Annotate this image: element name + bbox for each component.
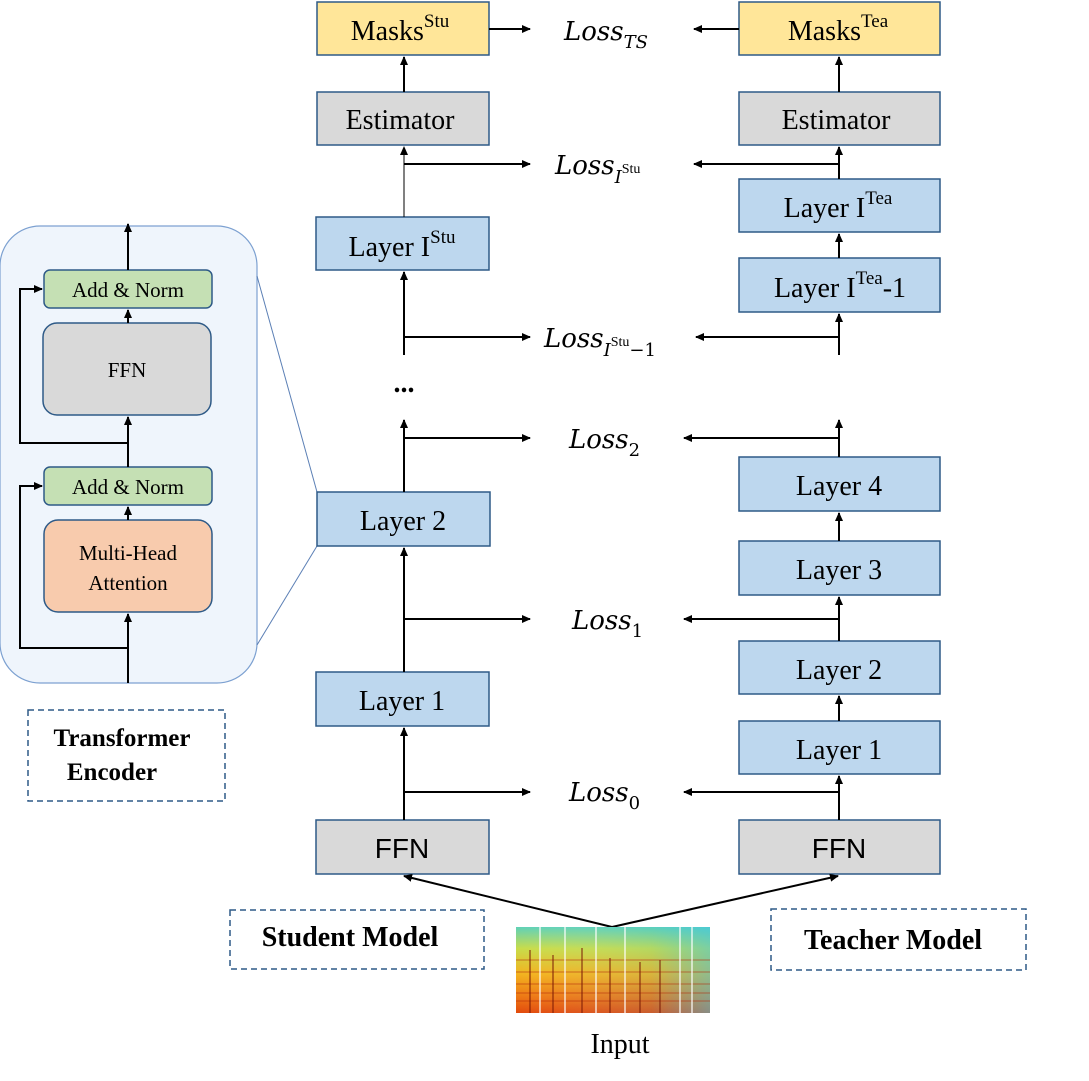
loss-0-base: Loss [568, 778, 629, 808]
zoom-line-bottom [256, 545, 318, 646]
student-layer2-label: Layer 2 [360, 506, 446, 537]
loss-i-stu-minus-base: Loss [543, 324, 604, 354]
teacher-layer-top-minus-label: Layer I [774, 273, 856, 304]
student-estimator-label: Estimator [346, 105, 456, 136]
student-masks-sup: Stu [424, 11, 450, 32]
transformer-encoder-label: Transformer Encoder [27, 709, 226, 802]
svg-text:MasksTea: MasksTea [788, 11, 889, 47]
student-layer1-box: Layer 1 [315, 671, 490, 727]
input-section: Input [403, 873, 839, 1060]
loss-2-sub: 2 [629, 440, 640, 461]
teacher-masks-sup: Tea [861, 11, 889, 32]
teacher-column: MasksTea Estimator Layer ITea Layer ITea… [683, 1, 941, 875]
loss-i-stu-subsup: Stu [622, 162, 641, 177]
teacher-layer3-label: Layer 3 [796, 555, 882, 586]
student-column: MasksStu Estimator Layer IStu ... Layer … [315, 1, 531, 875]
teacher-layer-top-minus-sup: Tea [856, 268, 884, 289]
teacher-layer1-label: Layer 1 [796, 735, 882, 766]
teacher-estimator-box: Estimator [738, 91, 941, 146]
loss-ts-sub: TS [624, 32, 648, 53]
loss-i-stu: LossIStu [554, 151, 640, 188]
loss-i-stu-base: Loss [554, 151, 615, 181]
teacher-model-label-box: Teacher Model [770, 908, 1027, 971]
svg-text:Layer ITea: Layer ITea [784, 188, 893, 224]
student-masks-label: Masks [351, 16, 424, 47]
loss-i-stu-minus-subsup: Stu [611, 335, 630, 350]
encoder-ffn: FFN [42, 322, 212, 416]
student-layer-top-label: Layer I [349, 232, 431, 263]
svg-text:MasksStu: MasksStu [351, 11, 450, 47]
loss-1: Loss1 [571, 606, 643, 642]
student-estimator-box: Estimator [316, 91, 490, 146]
encoder-add-norm-bottom-label: Add & Norm [72, 475, 184, 499]
teacher-layer1-box: Layer 1 [738, 720, 941, 775]
svg-text:Layer IStu: Layer IStu [349, 227, 456, 263]
teacher-layer-top-box: Layer ITea [738, 178, 941, 233]
teacher-layer2-box: Layer 2 [738, 640, 941, 695]
encoder-multi-head-attention: Multi-Head Attention [43, 519, 213, 613]
loss-i-stu-minus-sub: I [603, 340, 612, 361]
encoder-mha-label-line1: Multi-Head [79, 541, 177, 565]
transformer-encoder-panel: Add & Norm FFN Add & Norm Multi-Head Att… [0, 223, 318, 684]
input-arrows [403, 873, 839, 928]
loss-2-base: Loss [568, 425, 629, 455]
encoder-add-norm-top: Add & Norm [43, 269, 213, 309]
student-ffn-label: FFN [375, 833, 429, 864]
student-layer2-box: Layer 2 [316, 491, 491, 547]
teacher-layer4-box: Layer 4 [738, 456, 941, 512]
loss-ts: LossTS [563, 17, 648, 53]
teacher-ffn-label: FFN [812, 833, 866, 864]
teacher-layer3-box: Layer 3 [738, 540, 941, 596]
zoom-line-top [256, 275, 318, 493]
teacher-layer-top-minus-suffix: -1 [883, 273, 906, 304]
student-ffn-box: FFN [315, 819, 490, 875]
loss-labels: LossTS LossIStu LossIStu−1 Loss2 Loss1 L… [543, 17, 656, 814]
loss-0-sub: 0 [629, 793, 640, 814]
teacher-layer-top-label: Layer I [784, 193, 866, 224]
teacher-layer2-label: Layer 2 [796, 655, 882, 686]
student-ellipsis: ... [394, 368, 415, 399]
encoder-label-line1: Transformer [54, 725, 191, 752]
loss-i-stu-minus-subtail: −1 [629, 340, 656, 361]
teacher-layer-top-minus-box: Layer ITea-1 [738, 257, 941, 313]
student-model-label-box: Student Model [229, 909, 485, 970]
encoder-add-norm-top-label: Add & Norm [72, 278, 184, 302]
encoder-flow-arrows [19, 223, 132, 683]
loss-1-sub: 1 [632, 621, 643, 642]
encoder-label-line2: Encoder [67, 759, 157, 786]
loss-1-base: Loss [571, 606, 632, 636]
input-label: Input [590, 1029, 649, 1060]
teacher-model-label: Teacher Model [804, 925, 982, 956]
teacher-layer-top-sup: Tea [865, 188, 893, 209]
student-masks-box: MasksStu [316, 1, 490, 56]
svg-text:Layer ITea-1: Layer ITea-1 [774, 268, 906, 304]
teacher-flow-arrows [683, 25, 843, 820]
teacher-layer4-label: Layer 4 [796, 471, 882, 502]
loss-0: Loss0 [568, 778, 640, 814]
teacher-masks-label: Masks [788, 16, 861, 47]
student-layer1-label: Layer 1 [359, 686, 445, 717]
student-model-label: Student Model [262, 922, 439, 953]
student-layer-top-box: Layer IStu [315, 216, 490, 271]
encoder-add-norm-bottom: Add & Norm [43, 466, 213, 506]
teacher-ffn-box: FFN [738, 819, 941, 875]
student-flow-arrows [400, 25, 531, 820]
loss-2: Loss2 [568, 425, 640, 461]
loss-i-stu-sub: I [614, 167, 623, 188]
student-layer-top-sup: Stu [430, 227, 456, 248]
loss-i-stu-minus: LossIStu−1 [543, 324, 656, 361]
loss-ts-base: Loss [563, 17, 624, 47]
teacher-masks-box: MasksTea [738, 1, 941, 56]
encoder-ffn-label: FFN [108, 358, 147, 382]
encoder-mha-label-line2: Attention [88, 571, 168, 595]
input-spectrogram [516, 927, 710, 1013]
teacher-estimator-label: Estimator [782, 105, 892, 136]
